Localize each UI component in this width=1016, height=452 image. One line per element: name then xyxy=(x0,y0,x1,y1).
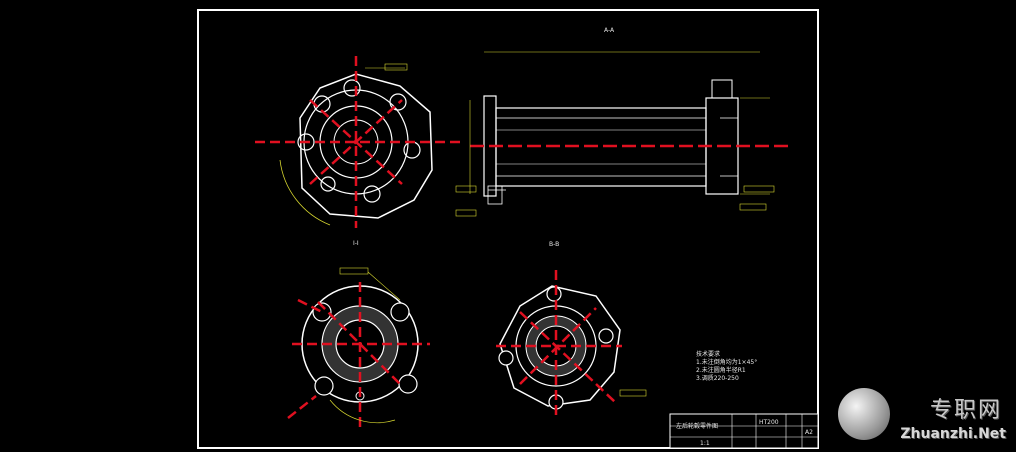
bolt-hole xyxy=(297,133,315,151)
watermark-en: Zhuanzhi.Net xyxy=(900,426,1006,442)
notes-line-3: 3.调质220-250 xyxy=(696,374,739,382)
section-label-right: B-B xyxy=(549,241,559,248)
watermark-cn: 专职网 xyxy=(929,398,1002,423)
bolt-hole xyxy=(343,79,361,97)
notes-line-2: 2.未注圆角半径R1 xyxy=(696,366,746,374)
title-block-sheet-size: A2 xyxy=(805,429,813,436)
section-label-top: A-A xyxy=(604,27,615,34)
flange-outline xyxy=(299,73,433,219)
notes-line-1: 1.未注倒角均为1×45° xyxy=(696,358,757,366)
title-block-scale: 1:1 xyxy=(700,440,710,447)
hub-section-view: A-A xyxy=(455,27,790,217)
flange-view-top-left xyxy=(255,56,460,228)
bolt-hole xyxy=(320,176,336,192)
bolt-hole xyxy=(363,185,381,203)
bolt-hole xyxy=(403,141,421,159)
notes-heading: 技术要求 xyxy=(696,350,720,358)
sheet-border xyxy=(197,9,819,449)
section-view-bottom-right: B-B xyxy=(496,241,647,420)
bolt-hole xyxy=(389,93,407,111)
watermark-logo-ball xyxy=(838,388,890,440)
title-block-part-name: 左后轮毂零件图 xyxy=(676,422,718,430)
title-block-material: HT200 xyxy=(759,419,779,426)
section-label-left: I-I xyxy=(353,240,359,247)
section-view-bottom-left: I-I xyxy=(287,240,430,428)
technical-notes: 技术要求 1.未注倒角均为1×45° 2.未注圆角半径R1 3.调质220-25… xyxy=(696,350,757,382)
title-block: 左后轮毂零件图 1:1 HT200 A2 xyxy=(669,413,819,449)
